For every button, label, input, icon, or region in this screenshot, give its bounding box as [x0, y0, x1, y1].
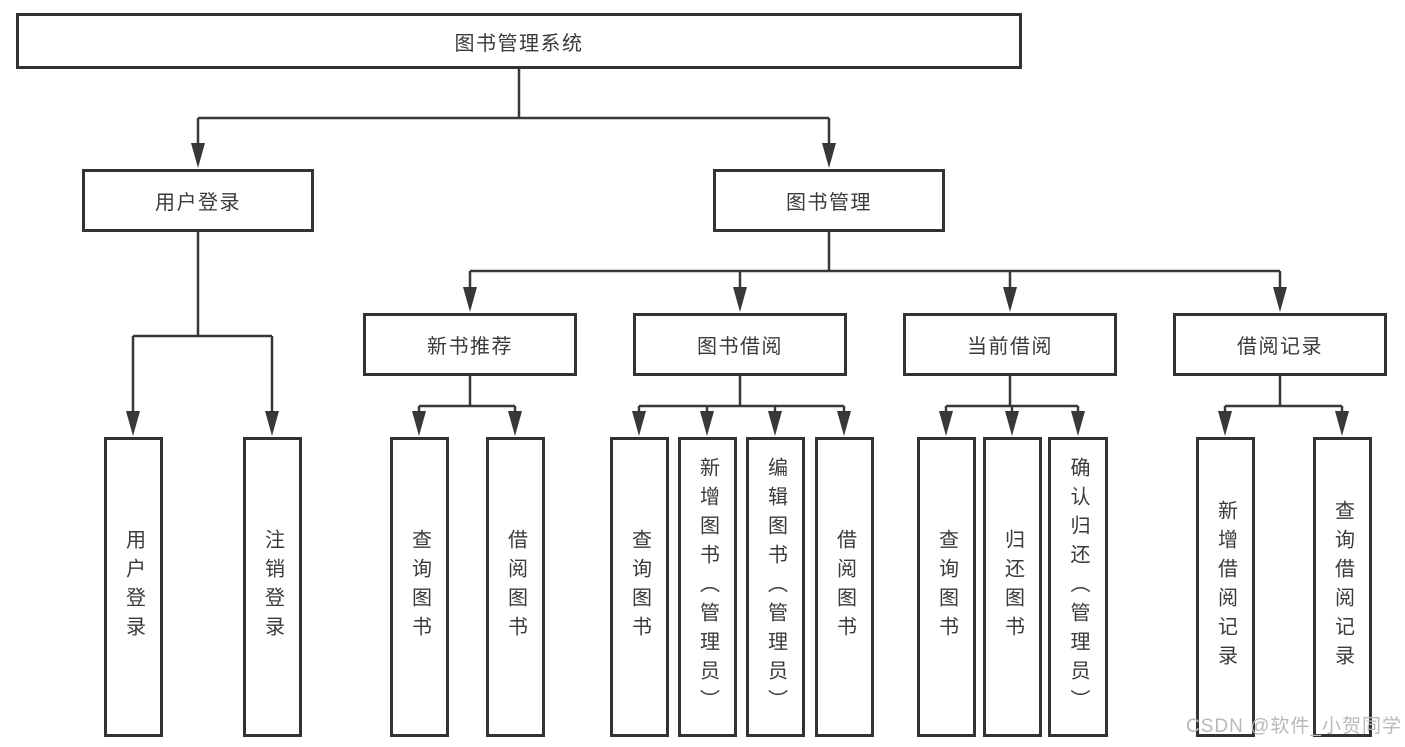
- leaf-borrow-books-2-label: 借阅图书: [833, 529, 856, 645]
- node-user-login-label: 用户登录: [155, 192, 241, 214]
- leaf-return-books: 归还图书: [983, 437, 1042, 737]
- leaf-borrow-books-2: 借阅图书: [815, 437, 874, 737]
- leaf-query-books-3-label: 查询图书: [935, 529, 958, 645]
- node-library-system-label: 图书管理系统: [454, 32, 584, 55]
- leaf-add-books-admin-label: 新增图书（管理员）: [696, 456, 719, 718]
- leaf-edit-books-admin: 编辑图书（管理员）: [746, 437, 805, 737]
- leaf-add-books-admin: 新增图书（管理员）: [678, 437, 737, 737]
- node-new-book-recommend: 新书推荐: [363, 313, 577, 376]
- leaf-query-books-1-label: 查询图书: [408, 529, 431, 645]
- leaf-add-borrow-record: 新增借阅记录: [1196, 437, 1255, 737]
- node-book-management-label: 图书管理: [786, 192, 872, 214]
- leaf-user-login: 用户登录: [104, 437, 163, 737]
- leaf-user-login-label: 用户登录: [122, 529, 145, 645]
- node-borrow-records-label: 借阅记录: [1237, 336, 1323, 358]
- leaf-query-borrow-record-label: 查询借阅记录: [1331, 500, 1354, 674]
- node-book-borrow-label: 图书借阅: [697, 336, 783, 358]
- leaf-edit-books-admin-label: 编辑图书（管理员）: [764, 456, 787, 718]
- node-borrow-records: 借阅记录: [1173, 313, 1387, 376]
- leaf-return-books-label: 归还图书: [1001, 529, 1024, 645]
- csdn-watermark: CSDN @软件_小贺同学: [1186, 716, 1402, 737]
- leaf-logout-label: 注销登录: [261, 529, 284, 645]
- leaf-query-borrow-record: 查询借阅记录: [1313, 437, 1372, 737]
- leaf-confirm-return-admin: 确认归还（管理员）: [1048, 437, 1108, 737]
- leaf-query-books-1: 查询图书: [390, 437, 449, 737]
- leaf-logout: 注销登录: [243, 437, 302, 737]
- node-library-system: 图书管理系统: [16, 13, 1022, 69]
- node-current-borrow-label: 当前借阅: [967, 336, 1053, 358]
- node-book-borrow: 图书借阅: [633, 313, 847, 376]
- node-user-login: 用户登录: [82, 169, 314, 232]
- node-book-management: 图书管理: [713, 169, 945, 232]
- leaf-confirm-return-admin-label: 确认归还（管理员）: [1067, 456, 1089, 718]
- node-new-book-recommend-label: 新书推荐: [427, 336, 513, 358]
- node-current-borrow: 当前借阅: [903, 313, 1117, 376]
- leaf-add-borrow-record-label: 新增借阅记录: [1214, 500, 1237, 674]
- leaf-query-books-3: 查询图书: [917, 437, 976, 737]
- leaf-borrow-books-1-label: 借阅图书: [504, 529, 527, 645]
- leaf-query-books-2-label: 查询图书: [628, 529, 651, 645]
- leaf-query-books-2: 查询图书: [610, 437, 669, 737]
- leaf-borrow-books-1: 借阅图书: [486, 437, 545, 737]
